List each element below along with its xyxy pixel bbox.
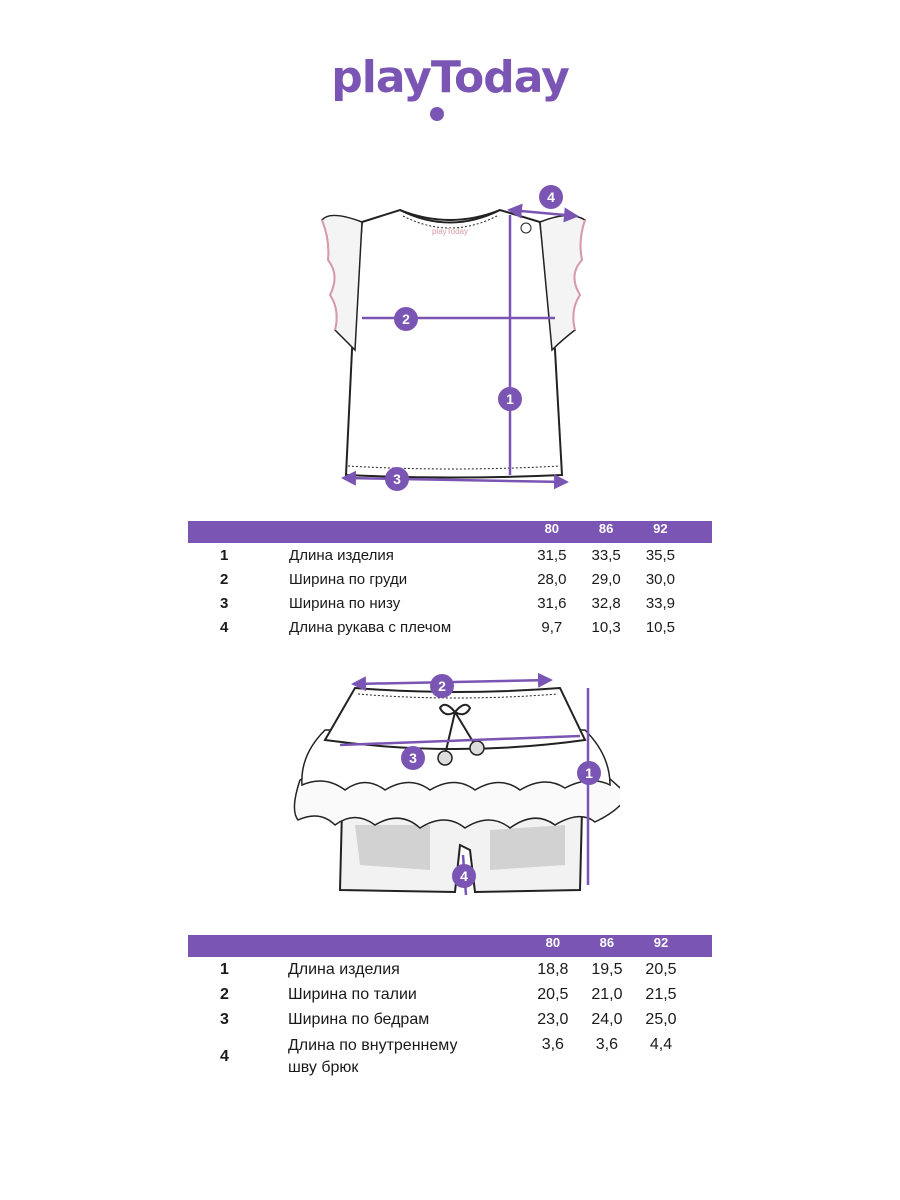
measure-line-hem (341, 470, 569, 490)
marker-1: 1 (498, 387, 522, 411)
measure-line-hips (339, 734, 581, 747)
table-row: 2 Ширина по груди 28,0 29,0 30,0 (220, 571, 676, 588)
marker-1: 1 (577, 761, 601, 785)
table-row: 4 Длина рукава с плечом 9,7 10,3 10,5 (220, 619, 676, 636)
svg-text:3: 3 (393, 471, 401, 487)
brand-logo-text: playToday (331, 52, 570, 103)
svg-text:2: 2 (402, 311, 410, 327)
svg-text:4: 4 (460, 868, 468, 884)
marker-2: 2 (430, 674, 454, 698)
table-row: 3 Ширина по низу 31,6 32,8 33,9 (220, 595, 676, 612)
marker-2: 2 (394, 307, 418, 331)
svg-text:1: 1 (585, 765, 593, 781)
marker-3: 3 (385, 467, 409, 491)
size-header: 86 (579, 935, 634, 957)
size-header: 92 (633, 521, 688, 543)
size-header: 80 (524, 521, 579, 543)
top-table-header: 80 86 92 (188, 521, 712, 543)
left-ruffle-sleeve (321, 214, 363, 352)
marker-3: 3 (401, 746, 425, 770)
marker-4: 4 (539, 185, 563, 209)
table-row: 4 Длина по внутреннему шву брюк 3,6 3,6 … (188, 1035, 712, 1079)
svg-text:4: 4 (547, 189, 555, 205)
marker-4: 4 (452, 864, 476, 888)
table-row: 1 Длина изделия 31,5 33,5 35,5 (220, 547, 676, 564)
table-row: 1 Длина изделия 18,8 19,5 20,5 (220, 961, 677, 978)
brand-logo-dot (430, 107, 444, 121)
size-header: 86 (578, 521, 634, 543)
size-header: 92 (633, 935, 689, 957)
top-neckline (399, 209, 501, 224)
top-garment-drawing: playToday 1 2 3 4 (321, 185, 586, 491)
top-size-table: 80 86 92 1 Длина изделия 31,5 33,5 35,5 … (188, 521, 712, 642)
bottom-table-header: 80 86 92 (188, 935, 712, 957)
bottom-garment-drawing: 1 2 3 4 (293, 672, 620, 896)
bottom-size-table: 80 86 92 1 Длина изделия 18,8 19,5 20,5 … (188, 935, 712, 1079)
row-name-line: шву брюк (287, 1059, 359, 1076)
pompom-right (469, 740, 485, 756)
top-body-outline (344, 208, 564, 479)
row-name-line: Длина по внутреннему (287, 1037, 458, 1054)
skirt-waistband (323, 686, 587, 750)
svg-text:1: 1 (506, 391, 514, 407)
table-row: 2 Ширина по талии 20,5 21,0 21,5 (220, 986, 677, 1003)
pompom-left (437, 750, 453, 766)
size-header: 80 (525, 935, 580, 957)
svg-text:2: 2 (438, 678, 446, 694)
brand-logo: playToday (0, 52, 900, 103)
table-row: 3 Ширина по бедрам 23,0 24,0 25,0 (220, 1011, 677, 1028)
svg-text:3: 3 (409, 750, 417, 766)
top-chest-print: playToday (432, 227, 468, 236)
measure-line-sleeve (507, 203, 579, 223)
